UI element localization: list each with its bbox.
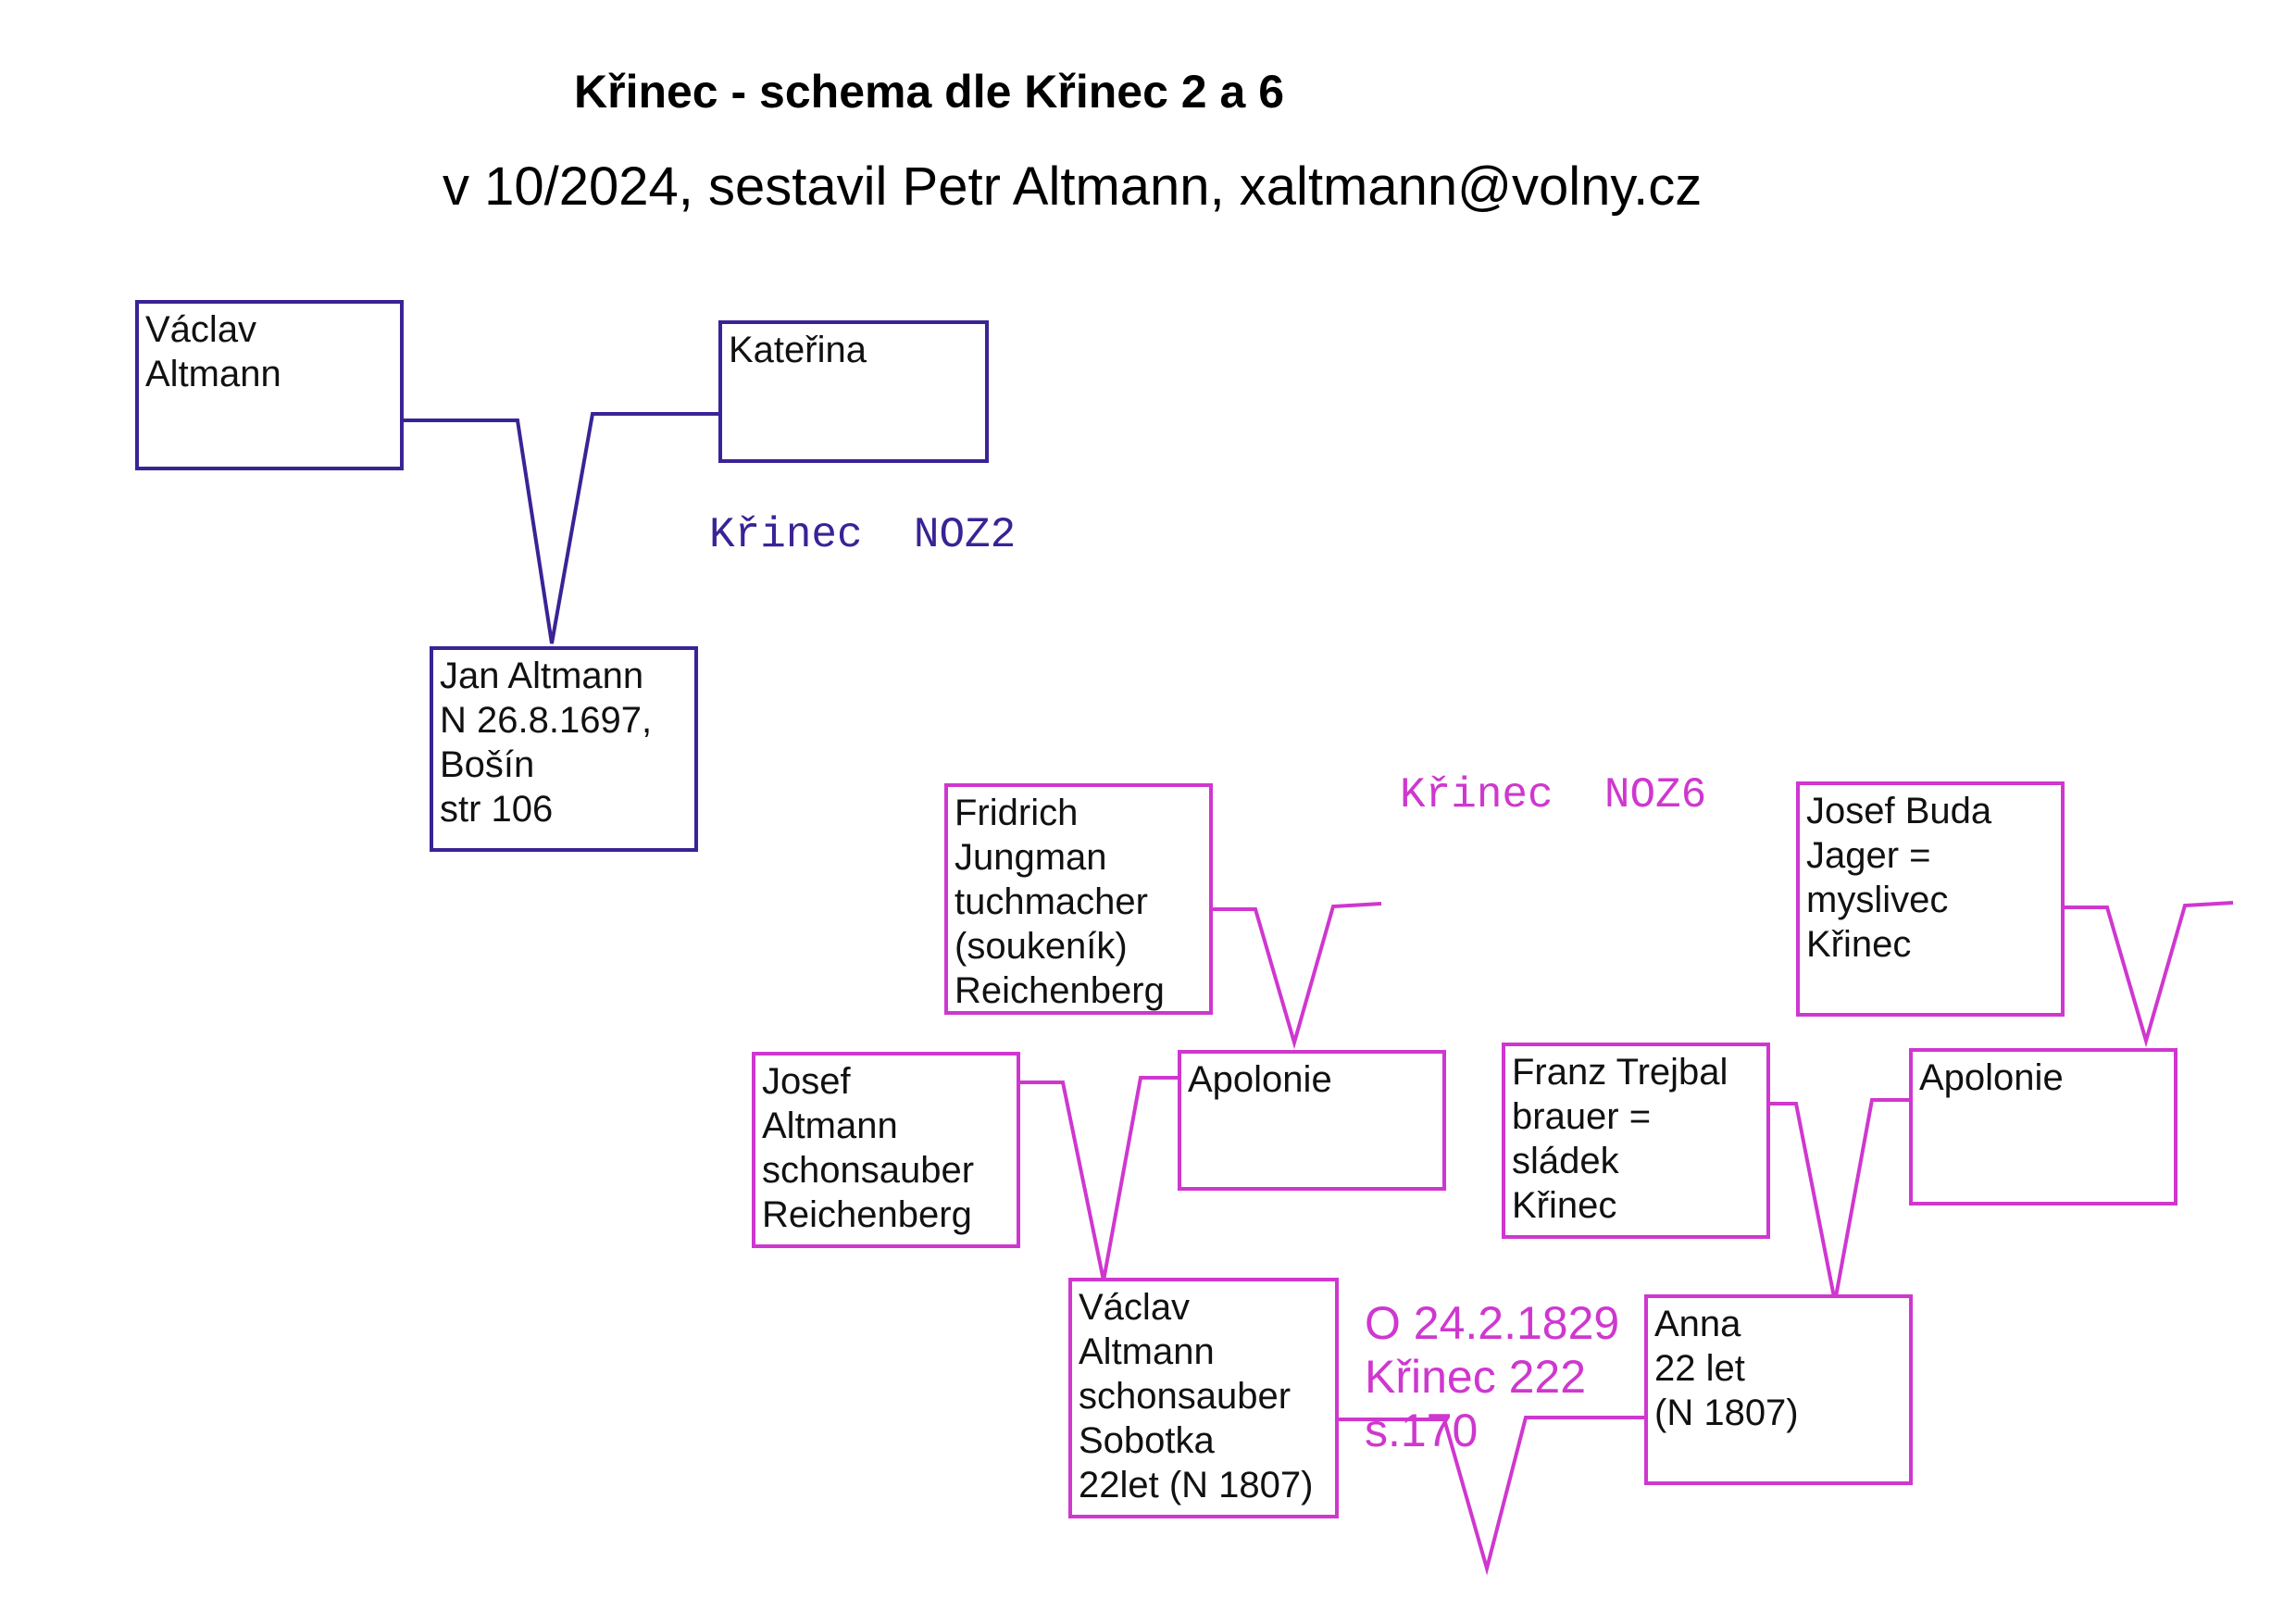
- marriage-note-line: s.170: [1365, 1405, 1479, 1456]
- person-line: Bošín: [440, 744, 535, 785]
- person-box-katerina: Kateřina: [718, 320, 989, 463]
- section-label-noz6: Křinec NOZ6: [1400, 771, 1707, 819]
- person-line: (soukeník): [955, 926, 1128, 967]
- person-line: schonsauber: [1079, 1376, 1292, 1417]
- person-box-vaclav-altmann-1: Václav Altmann: [135, 300, 404, 470]
- person-line: Altmann: [762, 1106, 898, 1146]
- person-line: Anna: [1654, 1304, 1741, 1344]
- person-box-apolonie-2: Apolonie: [1909, 1048, 2177, 1206]
- person-line: brauer =: [1512, 1096, 1652, 1137]
- marriage-note: O 24.2.1829 Křinec 222 s.170: [1365, 1296, 1619, 1457]
- person-line: Fridrich: [955, 793, 1079, 833]
- person-line: Křinec: [1512, 1185, 1617, 1226]
- person-line: Jager =: [1806, 835, 1931, 876]
- person-line: Kateřina: [729, 330, 867, 370]
- person-line: schonsauber: [762, 1150, 975, 1191]
- connector-josef-apolonie-to-vaclav: [1019, 1076, 1179, 1281]
- person-line: tuchmacher: [955, 881, 1148, 922]
- person-box-vaclav-altmann-2: Václav Altmann schonsauber Sobotka 22let…: [1068, 1278, 1339, 1518]
- person-line: Jan Altmann: [440, 656, 644, 696]
- connector-trejbal-apolonie-to-anna: [1769, 1098, 1911, 1303]
- marriage-note-line: Křinec 222: [1365, 1351, 1587, 1403]
- person-line: Reichenberg: [955, 970, 1165, 1011]
- person-line: Altmann: [1079, 1331, 1215, 1372]
- person-line: 22 let: [1654, 1348, 1745, 1389]
- person-line: sládek: [1512, 1141, 1619, 1181]
- person-line: N 26.8.1697,: [440, 700, 653, 741]
- person-box-jan-altmann: Jan Altmann N 26.8.1697, Bošín str 106: [430, 646, 698, 852]
- section-label-noz2: Křinec NOZ2: [709, 511, 1017, 559]
- person-line: (N 1807): [1654, 1393, 1799, 1433]
- person-line: Václav: [145, 309, 257, 350]
- connector-buda-to-apolonie: [2064, 901, 2234, 1048]
- person-line: Apolonie: [1188, 1059, 1332, 1100]
- connector-vaclav-katerina-to-jan: [402, 412, 720, 644]
- person-line: Jungman: [955, 837, 1107, 878]
- person-box-apolonie-1: Apolonie: [1178, 1050, 1446, 1191]
- person-line: Josef Buda: [1806, 791, 1992, 831]
- person-line: Apolonie: [1919, 1057, 2064, 1098]
- person-line: myslivec: [1806, 880, 1949, 920]
- person-line: Franz Trejbal: [1512, 1052, 1728, 1093]
- person-box-franz-trejbal: Franz Trejbal brauer = sládek Křinec: [1502, 1043, 1770, 1239]
- person-line: str 106: [440, 789, 554, 830]
- person-line: Josef: [762, 1061, 851, 1102]
- person-box-josef-altmann: Josef Altmann schonsauber Reichenberg: [752, 1052, 1020, 1248]
- connector-marriage-vaclav-anna: [1337, 1416, 1646, 1576]
- marriage-note-line: O 24.2.1829: [1365, 1297, 1620, 1349]
- person-box-fridrich-jungman: Fridrich Jungman tuchmacher (soukeník) R…: [944, 783, 1213, 1015]
- person-line: Reichenberg: [762, 1194, 972, 1235]
- page-title: Křinec - schema dle Křinec 2 a 6: [574, 66, 1285, 118]
- connector-fridrich-to-apolonie: [1211, 902, 1382, 1050]
- person-line: 22let (N 1807): [1079, 1465, 1314, 1505]
- person-line: Václav: [1079, 1287, 1191, 1328]
- person-box-josef-buda: Josef Buda Jager = myslivec Křinec: [1796, 781, 2065, 1017]
- person-line: Altmann: [145, 354, 281, 394]
- person-line: Sobotka: [1079, 1420, 1215, 1461]
- page-subtitle: v 10/2024, sestavil Petr Altmann, xaltma…: [443, 156, 1703, 217]
- person-line: Křinec: [1806, 924, 1912, 965]
- person-box-anna: Anna 22 let (N 1807): [1644, 1294, 1913, 1485]
